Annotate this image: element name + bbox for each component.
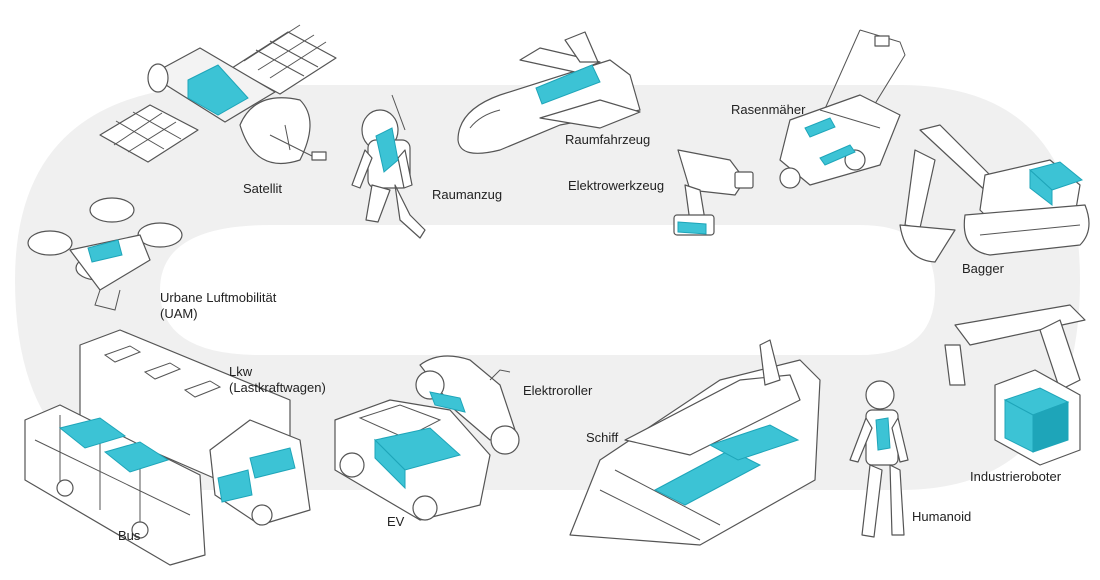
label-rasenmaeher: Rasenmäher [731, 102, 806, 117]
label-lkw: Lkw (Lastkraftwagen) [229, 364, 326, 395]
bus-illustration [24, 404, 206, 566]
label-raumfahrzeug: Raumfahrzeug [565, 132, 651, 147]
label-bus: Bus [118, 528, 141, 543]
satellite-illustration [99, 24, 337, 164]
lawn-mower-illustration [779, 29, 906, 189]
ship-illustration [569, 339, 821, 546]
uam-drone-illustration [27, 197, 183, 311]
label-ev: EV [387, 514, 405, 529]
label-humanoid: Humanoid [912, 509, 972, 524]
space-shuttle-illustration [457, 31, 641, 154]
label-elektrowerkzeug: Elektrowerkzeug [568, 178, 665, 193]
label-raumanzug: Raumanzug [432, 187, 503, 202]
excavator-illustration [899, 124, 1090, 263]
truck-illustration [79, 329, 311, 526]
label-uam: Urbane Luftmobilität (UAM) [160, 290, 277, 321]
ev-car-illustration [334, 399, 491, 521]
label-schiff: Schiff [586, 430, 619, 445]
label-bagger: Bagger [962, 261, 1004, 276]
label-satellit: Satellit [243, 181, 283, 196]
e-scooter-illustration [415, 355, 520, 455]
label-elektroroller: Elektroroller [523, 383, 593, 398]
industrial-robot-illustration [944, 304, 1086, 466]
power-drill-illustration [673, 149, 754, 236]
spacesuit-illustration [351, 94, 426, 239]
label-industrieroboter: Industrieroboter [970, 469, 1062, 484]
humanoid-illustration [849, 380, 909, 538]
